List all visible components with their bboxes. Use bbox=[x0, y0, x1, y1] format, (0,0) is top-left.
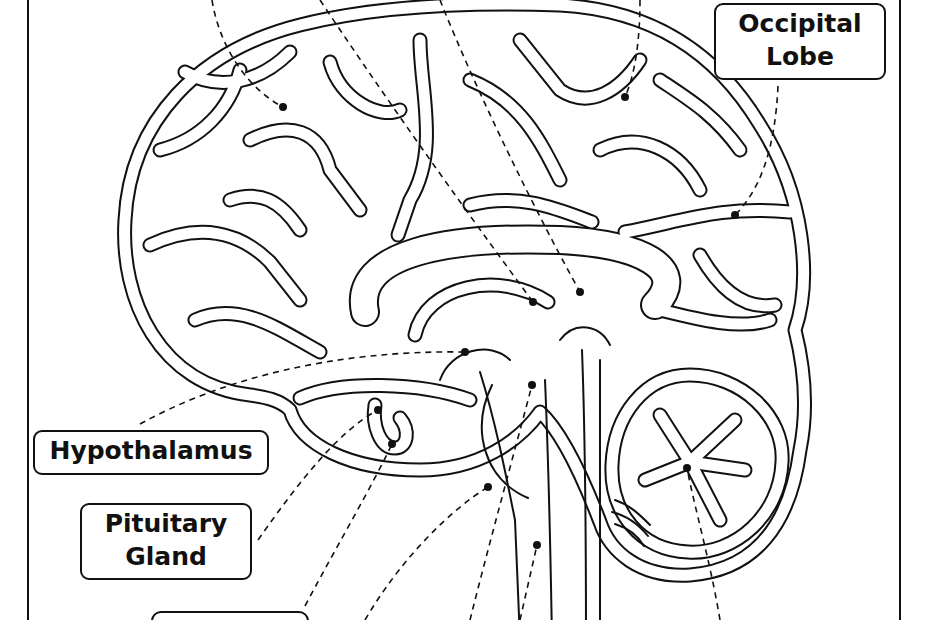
brain-outline-light bbox=[125, 4, 805, 575]
callout-dot bbox=[279, 93, 739, 549]
frame bbox=[28, 0, 900, 620]
label-text: Hypothalamus bbox=[49, 435, 253, 468]
label-box: Occipital Lobe bbox=[714, 3, 886, 80]
label-box-cropped bbox=[152, 612, 308, 620]
label-text: Pituitary Gland bbox=[96, 508, 236, 573]
brain-outline-dark bbox=[125, 4, 805, 575]
label-box: Pituitary Gland bbox=[80, 503, 252, 580]
brain-stem bbox=[440, 327, 650, 620]
label-text: Occipital Lobe bbox=[730, 8, 870, 73]
label-box: Hypothalamus bbox=[33, 430, 269, 475]
